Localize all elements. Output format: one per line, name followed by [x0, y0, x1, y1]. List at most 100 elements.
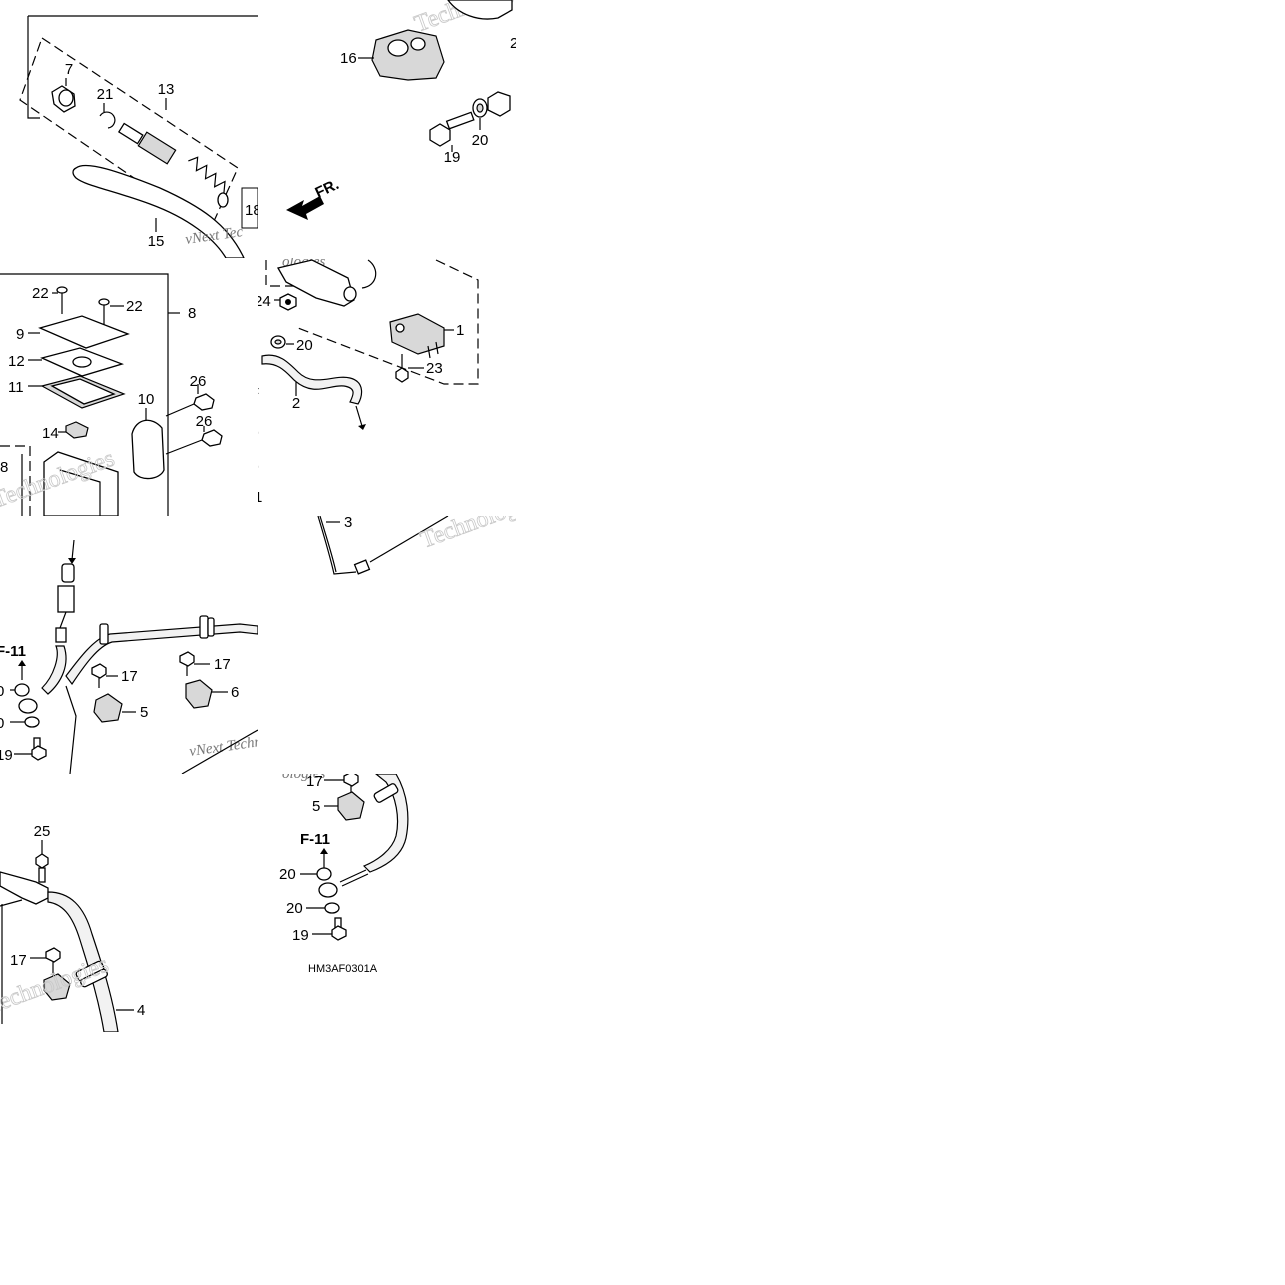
washer-part-5a: [14, 683, 30, 697]
part-label-17a: 17: [121, 668, 138, 685]
part-label-12: 12: [8, 353, 25, 370]
edge-label-20a: 20: [258, 425, 259, 442]
washer-part-8a: [316, 867, 332, 881]
hose-joint-part: [277, 259, 355, 307]
screw-part: [56, 286, 110, 326]
part-label-20b: 20: [286, 900, 303, 917]
brake-switch-part: [389, 313, 445, 359]
part-label-20a: 20: [279, 866, 296, 883]
part-label-25: 25: [34, 823, 51, 840]
banjo-bolt-part: [31, 737, 47, 761]
joint-bolt-part: [35, 853, 49, 883]
watermark-ologies-8: ologies: [282, 774, 325, 782]
brake-hose-part-8: [362, 774, 409, 873]
part-label-14: 14: [42, 425, 59, 442]
diaphragm-part: [40, 375, 126, 409]
clamp-bolt-part: [91, 651, 195, 688]
part-label-5: 5: [140, 704, 148, 721]
eyelet-part: [18, 698, 38, 714]
tile-lower-connection: ologies 17 5 F-11: [258, 774, 516, 1032]
part-label-26b: 26: [196, 413, 213, 430]
clamp-part-7: [43, 973, 71, 1001]
part-label-19: 19: [444, 149, 461, 166]
tile-hose-clamps: F-11 0 0 19 17: [0, 516, 258, 774]
tile-brake-pipe: 3 Technologies: [258, 516, 516, 774]
part-label-5: 5: [312, 798, 320, 815]
front-direction-arrow: [286, 196, 324, 220]
clamp-part-8: [337, 791, 365, 821]
watermark-technologies-6: Technologies: [417, 516, 516, 554]
part-label-17b: 17: [214, 656, 231, 673]
pipe-fitting-part: [353, 559, 371, 575]
tile-master-cylinder: 8 22 22 9 12 11: [0, 258, 258, 516]
part-label-13: 13: [158, 81, 175, 98]
switch-screw-part: [395, 354, 409, 383]
part-label-4: 4: [137, 1002, 145, 1019]
part-label-16: 16: [340, 50, 357, 67]
part-label-6: 6: [231, 684, 239, 701]
part-label-19: 19: [292, 927, 309, 944]
part-label-0a: 0: [0, 683, 4, 700]
kit-bracket-line: [27, 16, 40, 119]
front-direction-label: FR.: [313, 176, 342, 202]
part-label-9: 9: [16, 326, 24, 343]
part-label-26a: 26: [190, 373, 207, 390]
nut-part: [279, 293, 297, 311]
washer-part-8b: [324, 902, 340, 914]
collar-part: [487, 91, 511, 117]
tile-lever-internals: 7 21 13 15 18 vNext Tec: [0, 0, 258, 258]
part-label-0b: 0: [0, 715, 4, 732]
part-label-3: 3: [344, 516, 352, 531]
edge-label-f: F: [258, 385, 259, 402]
watermark-vnext-5: vNext Techn: [188, 734, 258, 760]
eyelet-part-8: [318, 882, 338, 898]
brake-lever-part: [72, 164, 245, 258]
part-label-21: 21: [97, 86, 114, 103]
part-label-17: 17: [306, 774, 323, 790]
brake-line-part: [41, 645, 67, 695]
holder-part: [131, 419, 165, 480]
part-label-24: 24: [258, 293, 271, 310]
part-label-20: 20: [296, 337, 313, 354]
brake-pipe-part: [317, 516, 357, 575]
holder-bolt-part: [165, 393, 223, 455]
banjo-bolt-part-8: [331, 917, 347, 941]
washer-part-5b: [24, 716, 40, 728]
brake-hose-part-7: [47, 891, 119, 1032]
float-part: [65, 421, 89, 439]
sub-bracket-line: [0, 445, 31, 516]
tile-lever-cover: Technologies 16 19 20 2: [258, 0, 516, 258]
part-label-17: 17: [10, 952, 27, 969]
part-label-20: 20: [472, 132, 489, 149]
part-label-15: 15: [148, 233, 165, 250]
part-label-10: 10: [138, 391, 155, 408]
tile-three-way-joint: 25 4 17 Technologies: [0, 774, 258, 1032]
part-label-2: 2: [510, 35, 516, 52]
circlip-part: [99, 111, 116, 129]
lever-tip-part: [447, 0, 513, 20]
part-label-23: 23: [426, 360, 443, 377]
edge-label-20b: 20: [258, 459, 259, 476]
part-label-7: 7: [65, 61, 73, 78]
bolt-part: [429, 111, 475, 147]
hose-joint-part-5: [55, 563, 75, 643]
piston-spring-part: [117, 122, 229, 208]
part-label-8b: 8: [0, 459, 8, 476]
part-label-22a: 22: [32, 285, 49, 302]
reference-label-8: F-11: [300, 831, 330, 848]
boot-part: [51, 85, 76, 113]
tile-brake-switch: ologies 24 20: [258, 258, 516, 516]
part-label-18: 18: [245, 202, 258, 219]
part-label-22b: 22: [126, 298, 143, 315]
diagram-code: HM3AF0301A: [308, 963, 378, 975]
part-label-8: 8: [188, 305, 196, 322]
part-label-11: 11: [8, 379, 24, 396]
assembly-bracket-line: [0, 273, 169, 516]
reference-label: F-11: [0, 643, 26, 660]
cover-part: [371, 29, 445, 81]
clamp-part-6: [185, 679, 213, 709]
part-label-19: 19: [0, 747, 13, 764]
reservoir-cap-part: [38, 315, 130, 349]
part-label-1: 1: [456, 322, 464, 339]
